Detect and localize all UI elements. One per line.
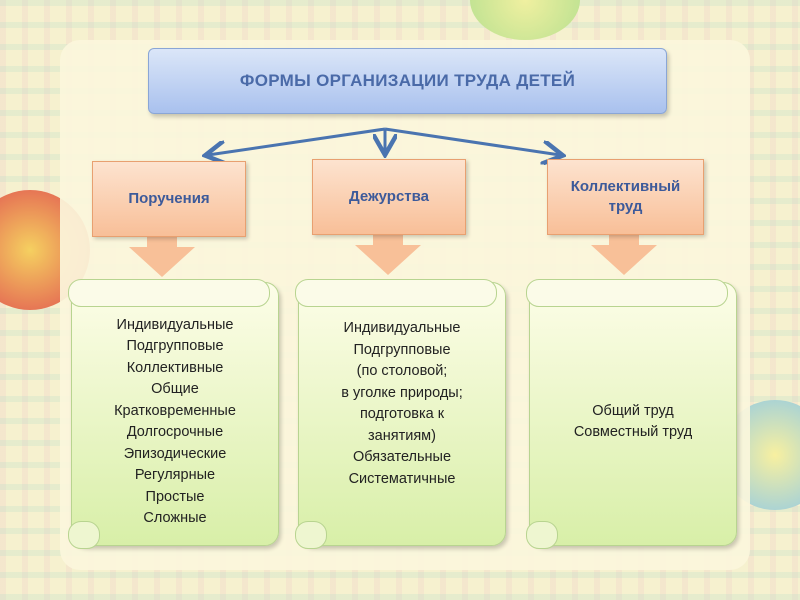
list-item: Общий труд [592,402,674,419]
list-item: Общие [151,381,199,397]
list-item: (по столовой; [356,363,448,379]
list-item: Совместный труд [573,424,693,440]
title-banner: ФОРМЫ ОРГАНИЗАЦИИ ТРУДА ДЕТЕЙ [148,48,667,114]
list-item: Обязательные [352,449,452,465]
category-box-duties: Дежурства [312,159,466,235]
list-item: Подгрупповые [353,341,451,358]
category-box-collective: Коллективный труд [547,159,704,235]
list-item: Сложные [143,510,207,526]
list-item: Эпизодические [123,445,227,462]
list-item: Регулярные [134,467,216,483]
diagram-title: ФОРМЫ ОРГАНИЗАЦИИ ТРУДА ДЕТЕЙ [239,71,576,90]
list-item: Индивидуальные [116,316,234,333]
arrow-left [208,127,386,155]
category-label: Дежурства [348,188,429,205]
category-label: Поручения [128,190,210,207]
down-arrow-3 [591,233,657,275]
scroll-roll [526,279,728,307]
list-item: в уголке природы; [341,384,463,401]
list-item: Индивидуальные [343,320,461,336]
scroll-roll [526,521,558,549]
down-arrow-1 [129,235,195,277]
list-item: Простые [145,488,205,505]
list-item: Систематичные [348,470,456,487]
down-arrow-2 [355,233,421,275]
category-box-assignments: Поручения [92,161,246,237]
list-item: подготовка к [359,406,445,422]
scroll-roll [68,521,100,549]
list-item: занятиям) [368,427,436,444]
scroll-roll [68,279,270,307]
list-item: Долгосрочные [126,424,224,440]
scroll-roll [295,279,497,307]
arrow-right [384,127,560,155]
list-item: Подгрупповые [126,338,224,354]
scroll-roll [295,521,327,549]
category-label: Коллективный труд [570,178,681,215]
list-item: Кратковременные [114,402,236,419]
list-item: Коллективные [126,359,224,376]
